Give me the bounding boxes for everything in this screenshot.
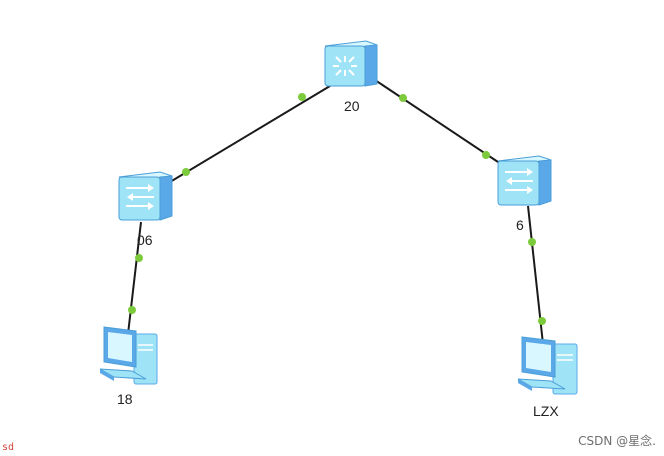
corner-text: sd	[2, 442, 15, 453]
core-switch-icon[interactable]	[324, 40, 378, 87]
link-sw-left-pc-left[interactable]	[127, 221, 142, 335]
right-pc-label: LZX	[533, 403, 559, 419]
right-switch-label: 6	[516, 217, 524, 233]
left-pc-icon[interactable]	[99, 326, 158, 385]
left-pc-label: 18	[117, 391, 133, 407]
links-layer	[127, 79, 544, 345]
link-core-sw-left[interactable]	[169, 85, 331, 183]
core-switch-label: 20	[344, 98, 360, 114]
port-dot-sw-right-pc-right-1	[538, 317, 546, 325]
right-switch-icon[interactable]	[497, 155, 552, 206]
link-core-sw-right[interactable]	[374, 79, 499, 163]
port-dot-core-sw-right-1	[482, 151, 490, 159]
port-dot-sw-left-pc-left-1	[128, 306, 136, 314]
right-pc-icon[interactable]	[517, 336, 578, 395]
port-dot-sw-left-pc-left-0	[135, 254, 143, 262]
left-switch-icon[interactable]	[118, 171, 173, 221]
port-dots-layer	[128, 93, 546, 325]
port-dot-core-sw-left-0	[298, 93, 306, 101]
left-switch-label: 06	[137, 232, 153, 248]
port-dot-sw-right-pc-right-0	[528, 238, 536, 246]
port-dot-core-sw-left-1	[182, 168, 190, 176]
watermark: CSDN @星念.	[578, 434, 656, 448]
port-dot-core-sw-right-0	[399, 94, 407, 102]
